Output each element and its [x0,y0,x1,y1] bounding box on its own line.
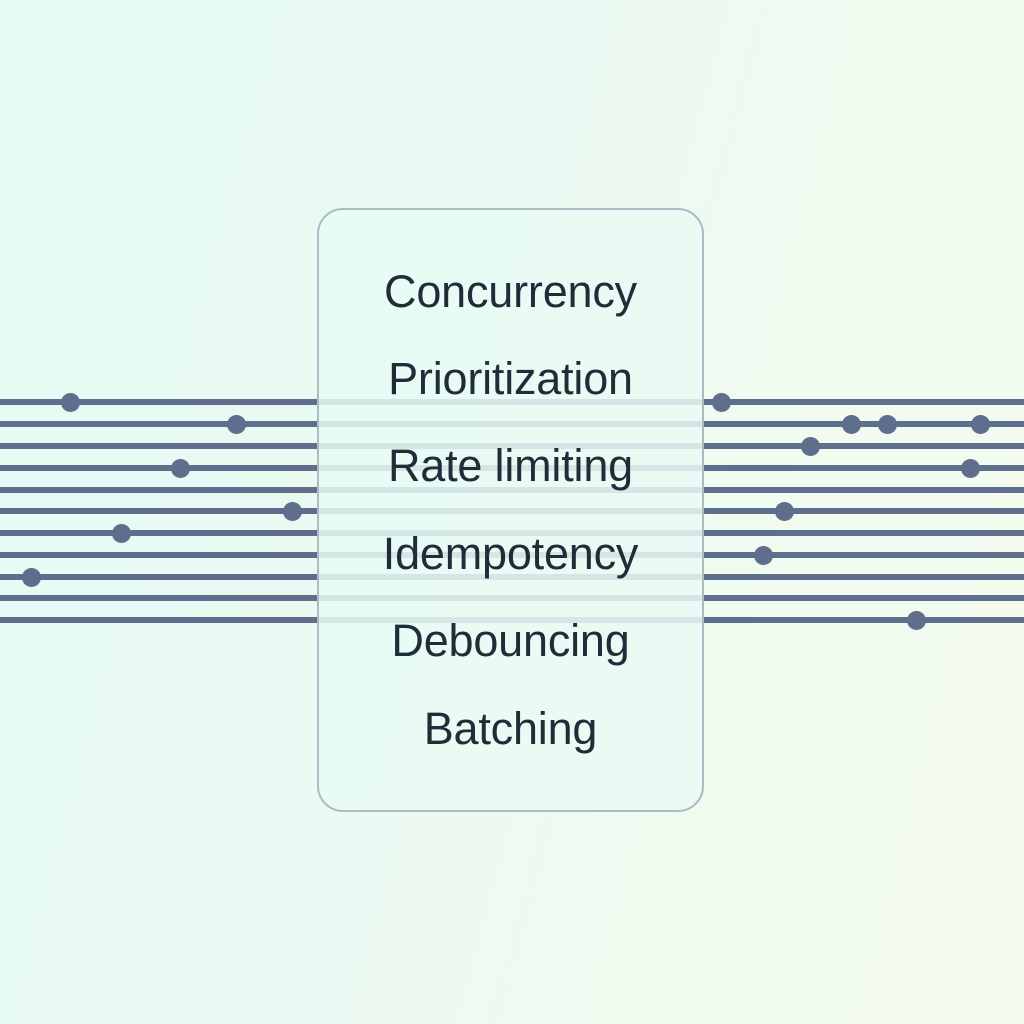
line-node-dot [753,545,773,565]
concept-card[interactable]: Concurrency Prioritization Rate limiting… [317,208,704,812]
line-node-dot [877,414,897,434]
line-node-dot [111,523,131,543]
line-node-dot [970,414,990,434]
line-node-dot [226,414,246,434]
concept-item-idempotency: Idempotency [382,527,639,579]
line-node-dot [906,610,926,630]
line-node-dot [960,458,980,478]
line-node-dot [774,501,794,521]
line-node-dot [282,501,302,521]
concept-item-prioritization: Prioritization [388,353,633,405]
line-node-dot [21,567,41,587]
line-node-dot [170,458,190,478]
line-node-dot [60,392,80,412]
concept-item-debouncing: Debouncing [391,615,630,667]
concept-item-batching: Batching [423,702,598,754]
concept-item-rate-limiting: Rate limiting [388,440,633,492]
line-node-dot [841,414,861,434]
line-node-dot [800,436,820,456]
line-node-dot [711,392,731,412]
concept-item-concurrency: Concurrency [384,265,637,317]
